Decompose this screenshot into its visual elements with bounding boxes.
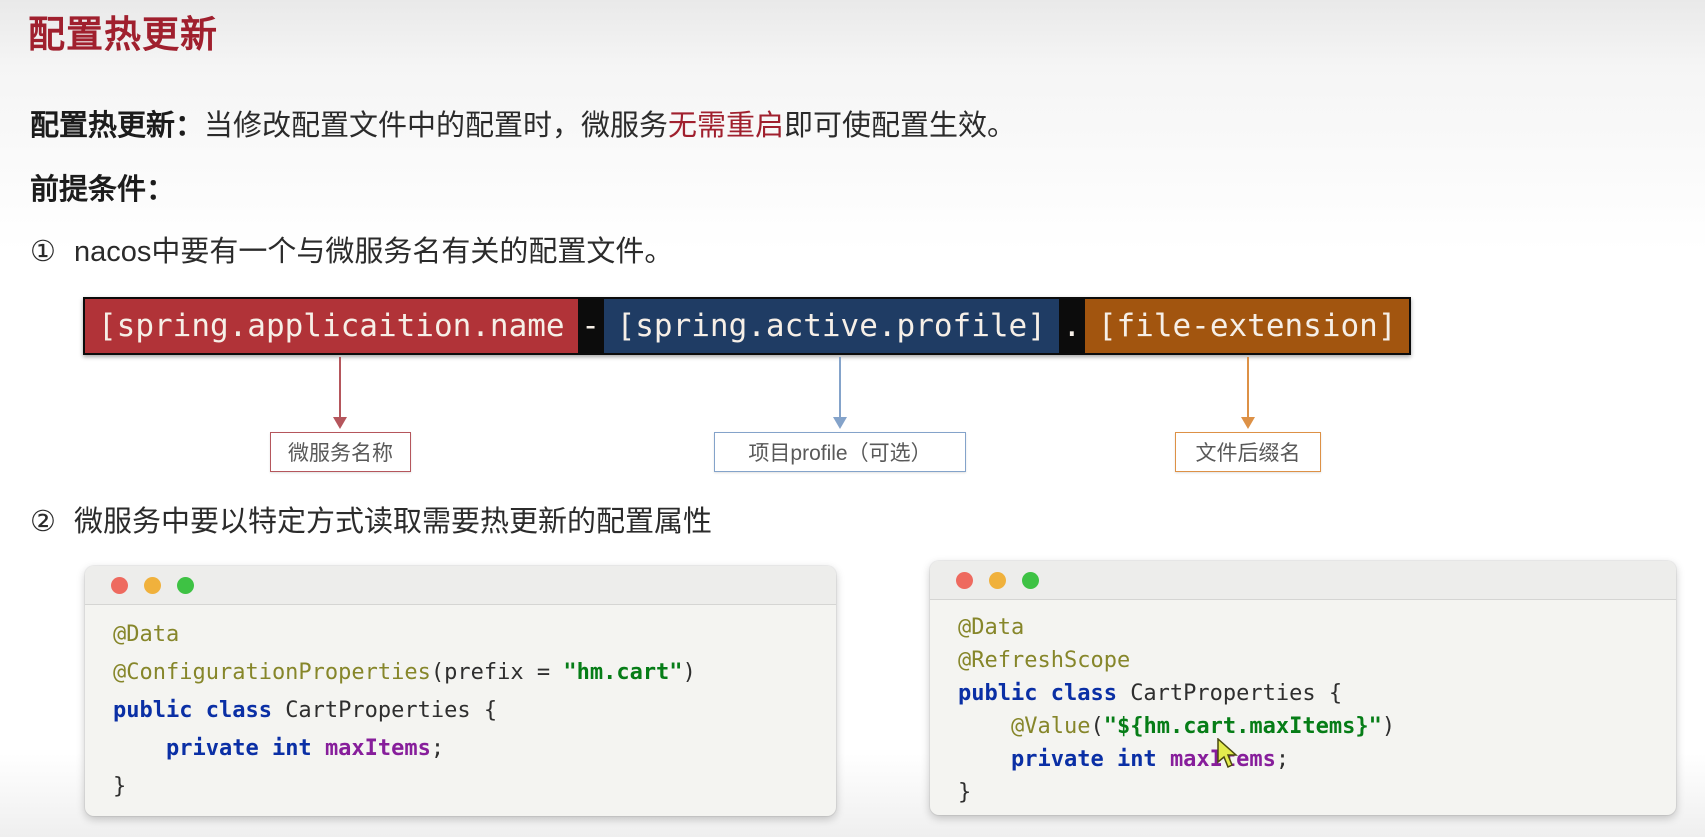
arrow-line: [1247, 357, 1249, 419]
window-titlebar: [85, 566, 836, 605]
minimize-traffic-light-icon: [144, 576, 161, 594]
code-line: @Data: [113, 622, 180, 647]
pattern-segment: [spring.applicaition.name: [85, 299, 578, 353]
code-line: private int maxItems;: [1010, 747, 1290, 772]
code-line: public class CartProperties {: [113, 698, 498, 723]
page-title: 配置热更新: [28, 14, 218, 55]
close-traffic-light-icon: [956, 571, 973, 589]
definition-label: 配置热更新：: [30, 110, 205, 142]
step-1-number: ①: [30, 236, 56, 268]
step-2: ② 微服务中要以特定方式读取需要热更新的配置属性: [30, 498, 712, 540]
mouse-cursor-shape: [1217, 738, 1238, 769]
step-2-text: 微服务中要以特定方式读取需要热更新的配置属性: [74, 506, 713, 538]
definition-text-pre: 当修改配置文件中的配置时，微服务: [204, 110, 669, 142]
callout-box-profile: 项目profile（可选）: [714, 432, 966, 472]
code-line: }: [113, 774, 127, 799]
config-filename-pattern-bar: [spring.applicaition.name-[spring.active…: [83, 297, 1412, 355]
definition-highlight: 无需重启: [668, 110, 785, 142]
code-window-configuration-properties: @Data @ConfigurationProperties(prefix = "…: [85, 566, 836, 816]
code-line: private int maxItems;: [165, 736, 445, 761]
code-line: }: [958, 780, 972, 805]
precondition-label: 前提条件：: [30, 174, 176, 206]
pattern-segment: -: [577, 299, 604, 353]
code-line: @RefreshScope: [958, 648, 1131, 673]
callout-box-service-name: 微服务名称: [270, 432, 411, 472]
arrow-down-icon: [333, 417, 347, 429]
mouse-cursor-icon: [1217, 738, 1238, 769]
step-1: ① nacos中要有一个与微服务名有关的配置文件。: [30, 228, 673, 270]
definition-text-post: 即可使配置生效。: [784, 110, 1017, 142]
code-line: @Data: [958, 615, 1025, 640]
maximize-traffic-light-icon: [177, 576, 194, 594]
definition-line: 配置热更新：当修改配置文件中的配置时，微服务无需重启即可使配置生效。: [30, 102, 1016, 144]
step-2-number: ②: [30, 506, 56, 538]
arrow-down-icon: [1241, 417, 1255, 429]
minimize-traffic-light-icon: [989, 571, 1006, 589]
code-line: @Value("${hm.cart.maxItems}"): [1010, 714, 1396, 739]
code-line: @ConfigurationProperties(prefix = "hm.ca…: [113, 660, 696, 685]
maximize-traffic-light-icon: [1022, 571, 1039, 589]
code-window-refresh-scope: @Data @RefreshScope public class CartPrope…: [930, 561, 1676, 815]
arrow-down-icon: [833, 417, 847, 429]
arrow-line: [839, 357, 841, 419]
pattern-segment: [file-extension]: [1084, 299, 1410, 353]
close-traffic-light-icon: [111, 576, 128, 594]
code-body: @Data @ConfigurationProperties(prefix = "…: [85, 605, 836, 806]
step-1-text: nacos中要有一个与微服务名有关的配置文件。: [74, 236, 674, 268]
callout-box-file-extension: 文件后缀名: [1175, 432, 1321, 472]
code-body: @Data @RefreshScope public class CartPrope…: [930, 600, 1676, 809]
pattern-segment: .: [1058, 299, 1085, 353]
pattern-segment: [spring.active.profile]: [603, 299, 1059, 353]
window-titlebar: [930, 561, 1676, 600]
arrow-line: [339, 357, 341, 419]
code-line: public class CartProperties {: [958, 681, 1343, 706]
